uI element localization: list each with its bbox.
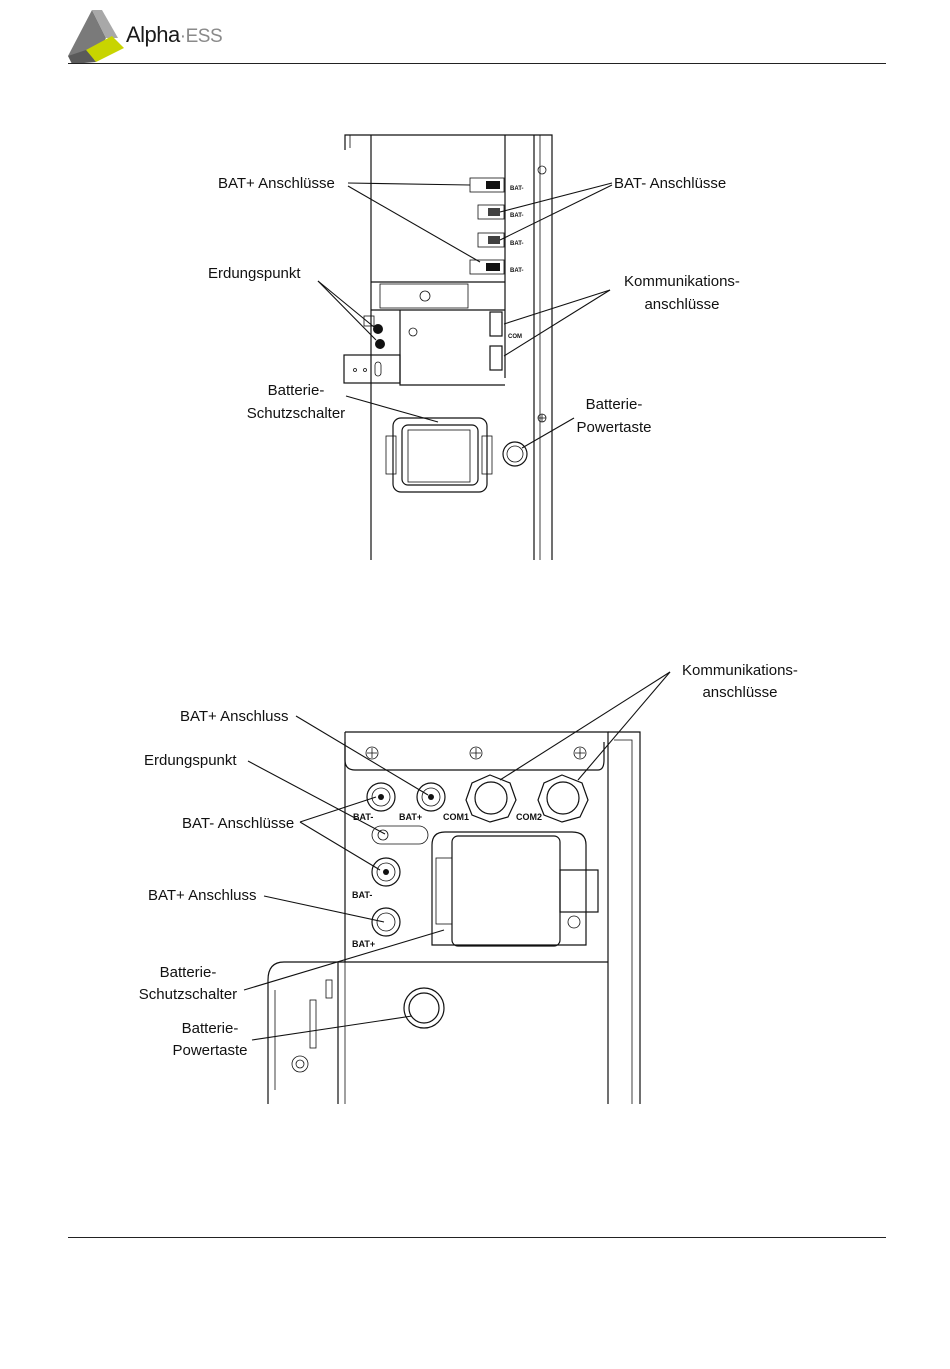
connector-label-bat-minus-mid: BAT-: [352, 890, 372, 900]
callout-ground-point: Erdungspunkt: [208, 265, 301, 282]
connector-label-bat-minus-2: BAT-: [510, 213, 524, 219]
connector-label-bat-minus-3: BAT-: [510, 241, 524, 247]
callout-communication-ports-line1: Kommunikations-: [624, 273, 740, 290]
connector-label-bat-minus-top: BAT-: [353, 812, 373, 822]
panel-screws: [365, 746, 587, 760]
callout-breaker-line1: Batterie-: [268, 382, 325, 399]
callout-bat-plus-connection-top: BAT+ Anschluss: [180, 708, 289, 725]
figure-2-front-view-diagram: BAT- BAT+ COM1 COM2 BAT- BAT+ Kommunikat…: [139, 662, 798, 1104]
callout-bat-plus-connection-bottom: BAT+ Anschluss: [148, 887, 257, 904]
connector-label-com1: COM1: [443, 812, 469, 822]
callout-breaker-line2: Schutzschalter: [247, 405, 345, 422]
callout-communication-ports-line2: anschlüsse: [644, 296, 719, 313]
callout-bat-plus-connections: BAT+ Anschlüsse: [218, 175, 335, 192]
figure-1-top-view-diagram: BAT- BAT- BAT- BAT- COM BAT+ Anschlüsse …: [208, 134, 740, 560]
header-divider: [68, 63, 886, 64]
connector-label-com2: COM2: [516, 812, 542, 822]
callout-communication-ports-line1: Kommunikations-: [682, 662, 798, 679]
enclosure-2-drawing: [267, 731, 641, 1104]
alpha-ess-logo-icon: [68, 10, 124, 64]
brand-name: Alpha·ESS: [126, 22, 223, 47]
figure-1-leader-lines: [317, 182, 613, 449]
callout-breaker-line2: Schutzschalter: [139, 986, 237, 1003]
callout-power-button-line2: Powertaste: [576, 419, 651, 436]
connector-label-bat-minus-4: BAT-: [510, 268, 524, 274]
callout-communication-ports-line2: anschlüsse: [702, 684, 777, 701]
footer-divider: [68, 1237, 886, 1238]
callout-breaker-line1: Batterie-: [160, 964, 217, 981]
callout-bat-minus-connections: BAT- Anschlüsse: [614, 175, 726, 192]
connector-label-bat-plus-bottom: BAT+: [352, 939, 375, 949]
figure-2-leader-lines: [243, 671, 671, 1041]
enclosure-1-drawing: [343, 134, 553, 560]
callout-ground-point: Erdungspunkt: [144, 752, 237, 769]
callout-power-button-line1: Batterie-: [182, 1020, 239, 1037]
callout-power-button-line1: Batterie-: [586, 396, 643, 413]
connector-label-bat-plus-top: BAT+: [399, 812, 422, 822]
connector-label-bat-minus-1: BAT-: [510, 186, 524, 192]
callout-bat-minus-connections: BAT- Anschlüsse: [182, 815, 294, 832]
connector-label-com: COM: [508, 334, 522, 340]
callout-power-button-line2: Powertaste: [172, 1042, 247, 1059]
